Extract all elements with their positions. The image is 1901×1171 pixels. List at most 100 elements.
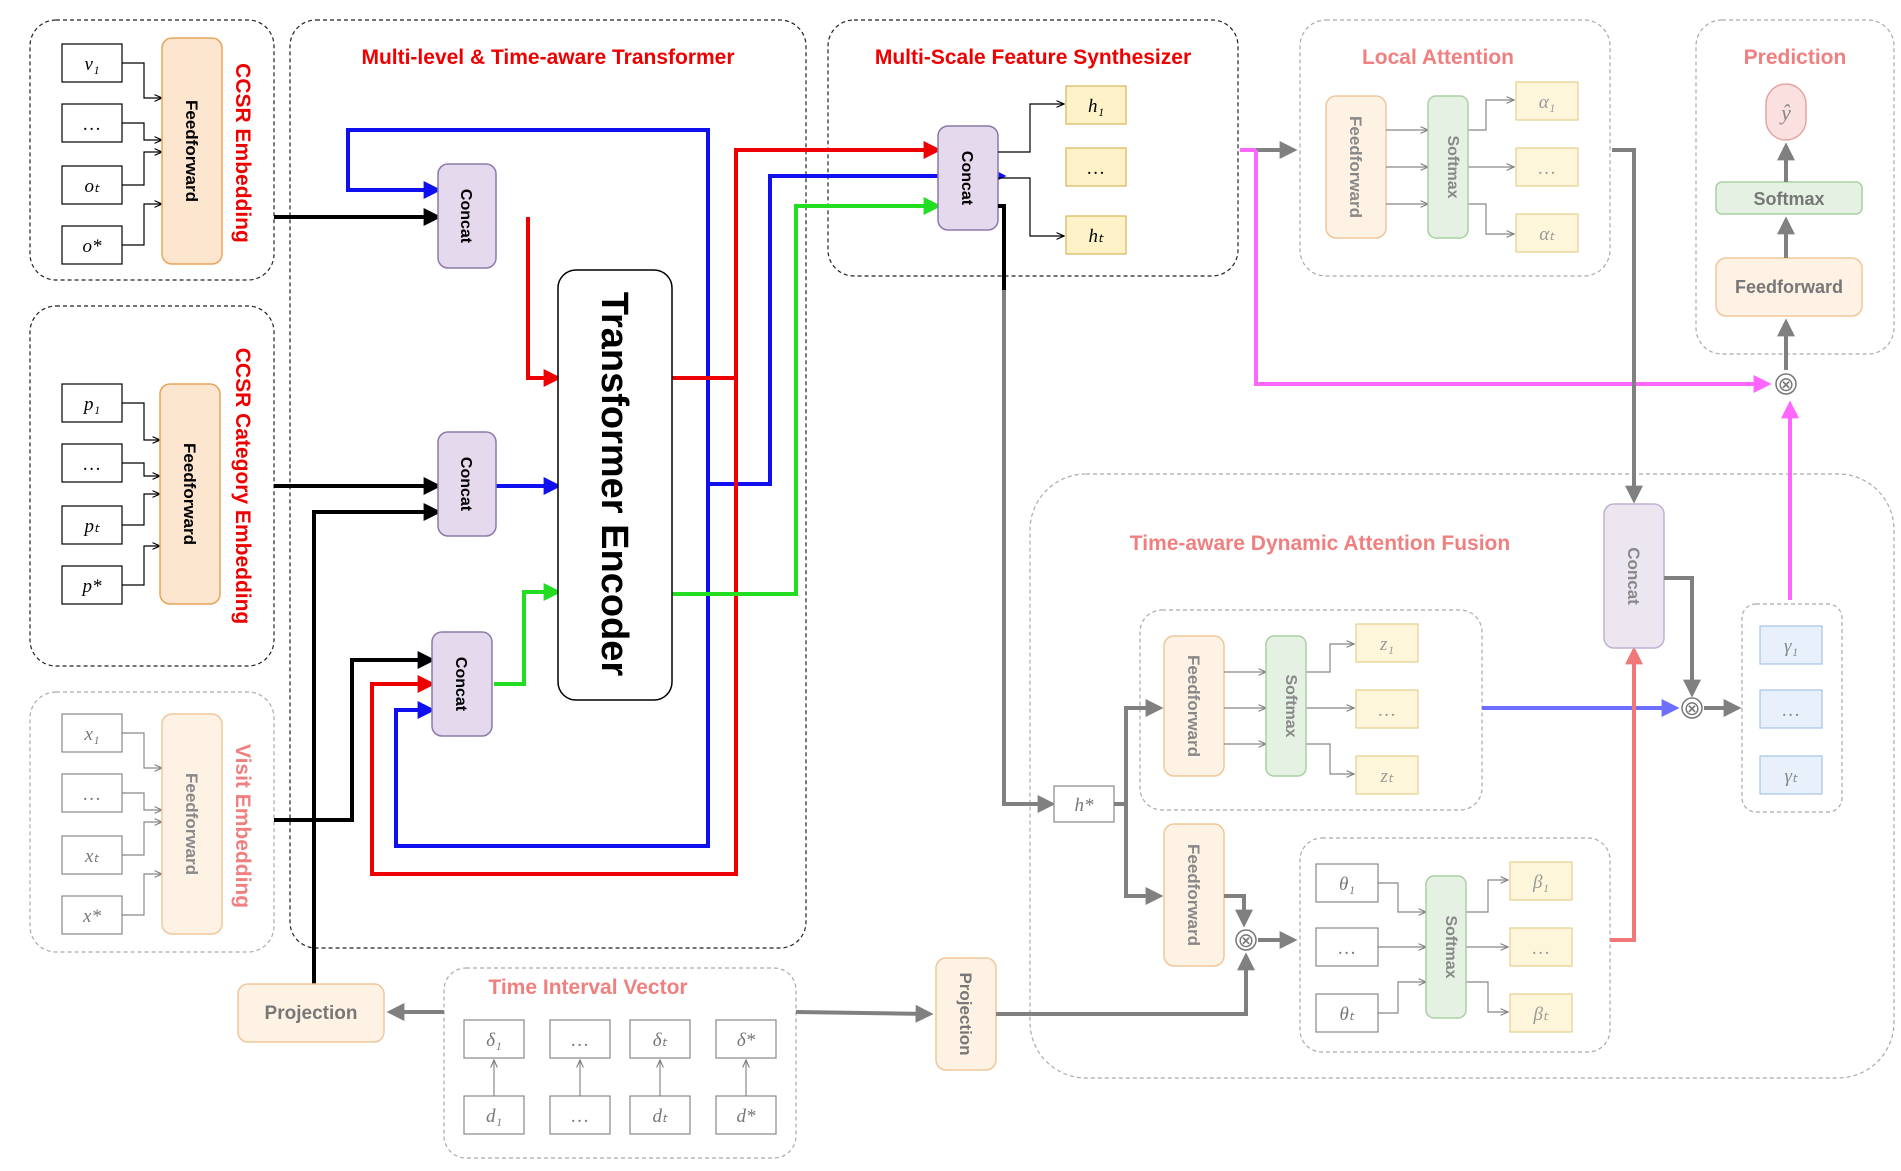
concat-bottom-label: Concat — [452, 657, 469, 712]
prediction-title: Prediction — [1744, 46, 1847, 69]
category-tokens — [61, 383, 123, 605]
yhat-node — [1765, 83, 1807, 141]
gamma-tokens — [1759, 625, 1823, 795]
prediction-multiply-symbol: ⊗ — [1778, 374, 1795, 396]
right-projection-label: Projection — [956, 972, 975, 1055]
token-p1: p₁ — [82, 394, 100, 415]
prediction-feedforward-label: Feedforward — [1735, 277, 1843, 297]
token-dt: dₜ — [652, 1106, 668, 1127]
token-deltastar: δ* — [737, 1030, 756, 1051]
token-z1: z₁ — [1379, 634, 1394, 655]
theta-tokens — [1315, 863, 1379, 1033]
delta-tokens — [463, 1019, 777, 1059]
yhat-label: ŷ — [1779, 100, 1791, 125]
hstar-label: h* — [1075, 795, 1095, 816]
time-interval-frame — [443, 967, 797, 1159]
local-attention-frame — [1299, 19, 1611, 277]
hstar-node — [1053, 785, 1115, 823]
token-ot: oₜ — [84, 176, 100, 197]
fusion-multiply — [1681, 697, 1703, 719]
token-deltat: δₜ — [653, 1030, 668, 1051]
beta-to-concat — [1610, 646, 1643, 942]
token-ellipsis: … — [1783, 700, 1800, 721]
transformer-title: Multi-level & Time-aware Transformer — [361, 46, 734, 69]
left-projection-label: Projection — [265, 1003, 358, 1024]
token-xstar: x* — [82, 906, 101, 927]
prediction-frame — [1695, 19, 1895, 355]
token-xt: xₜ — [84, 846, 99, 867]
z-feedforward-label: Feedforward — [1184, 655, 1203, 757]
token-ellipsis: … — [1379, 700, 1396, 721]
hstar-gray-path — [1002, 290, 1056, 813]
token-gammat: γₜ — [1784, 766, 1797, 787]
tdaf-title: Time-aware Dynamic Attention Fusion — [1130, 532, 1510, 555]
concat-to-fusion-multiply — [1664, 576, 1701, 698]
beta-softmax — [1425, 875, 1467, 1019]
category-feedforward — [159, 383, 221, 605]
token-dstar: d* — [737, 1106, 757, 1127]
token-alphat: αₜ — [1539, 224, 1555, 245]
fusion-concat-label: Concat — [1624, 547, 1643, 605]
left-projection — [237, 983, 385, 1043]
visit-feedforward — [161, 713, 223, 935]
token-ellipsis: … — [84, 114, 101, 135]
token-ellipsis: … — [572, 1106, 589, 1127]
gamma-frame — [1741, 603, 1843, 813]
time-interval-title: Time Interval Vector — [488, 976, 687, 999]
prediction-softmax — [1715, 181, 1863, 215]
visit-embedding-title: Visit Embedding — [231, 744, 254, 908]
token-ostar: o* — [83, 236, 103, 257]
token-thetat: θₜ — [1340, 1004, 1355, 1025]
z-tokens — [1355, 623, 1419, 795]
token-ellipsis: … — [84, 454, 101, 475]
embedding-inputs: v₁ … oₜ o* Feedforward p₁ … pₜ p* — [61, 37, 223, 935]
prediction-feedforward — [1715, 257, 1863, 317]
token-pstar: p* — [81, 576, 103, 597]
mfs-to-hstar — [998, 204, 1006, 290]
token-ellipsis: … — [1533, 938, 1550, 959]
token-alpha1: α₁ — [1539, 92, 1556, 113]
theta-multiply — [1235, 929, 1257, 951]
h-tokens — [1065, 85, 1127, 255]
visit-feedforward-label: Feedforward — [182, 773, 201, 875]
concat-bottom — [431, 631, 493, 737]
token-delta1: δ₁ — [486, 1030, 501, 1051]
ccsr-feedforward — [161, 37, 223, 265]
section-titles: Multi-level & Time-aware Transformer Mul… — [231, 46, 1846, 999]
mfs-concat-label: Concat — [958, 151, 975, 206]
ccsr-feedforward-label: Feedforward — [182, 100, 201, 202]
token-v1: v₁ — [84, 54, 99, 75]
beta-attention-frame — [1299, 837, 1611, 1053]
concat-blocks — [431, 163, 497, 737]
z-softmax — [1265, 635, 1307, 777]
token-ellipsis: … — [1339, 938, 1356, 959]
transformer-encoder — [557, 269, 673, 701]
z-softmax-label: Softmax — [1282, 674, 1299, 737]
concat-top — [437, 163, 497, 269]
category-feedforward-label: Feedforward — [180, 443, 199, 545]
local-feedforward-label: Feedforward — [1346, 116, 1365, 218]
alpha-tokens — [1515, 81, 1579, 253]
beta-softmax-label: Softmax — [1442, 915, 1459, 978]
ccsr-embedding-frame — [29, 19, 275, 281]
visit-tokens — [61, 713, 123, 935]
transformer-frame — [289, 19, 807, 949]
token-ellipsis: … — [1539, 158, 1556, 179]
concat-middle — [437, 431, 497, 537]
mfs-title: Multi-Scale Feature Synthesizer — [875, 46, 1191, 69]
token-ellipsis: … — [84, 784, 101, 805]
prediction-multiply — [1775, 373, 1797, 395]
ff-to-multiply — [1224, 894, 1253, 928]
ccsr-category-title: CCSR Category Embedding — [231, 348, 254, 625]
transformer-encoder-label: Transformer Encoder — [593, 292, 635, 677]
token-d1: d₁ — [486, 1106, 502, 1127]
magenta-path — [1254, 150, 1772, 393]
prediction-softmax-label: Softmax — [1753, 189, 1824, 209]
local-softmax — [1427, 95, 1469, 239]
token-x1: x₁ — [83, 724, 99, 745]
d-tokens — [463, 1095, 777, 1135]
concat-middle-label: Concat — [457, 457, 474, 512]
local-to-concat — [1612, 148, 1643, 504]
transformer-connectors — [274, 128, 1007, 985]
local-attention-title: Local Attention — [1362, 46, 1514, 69]
